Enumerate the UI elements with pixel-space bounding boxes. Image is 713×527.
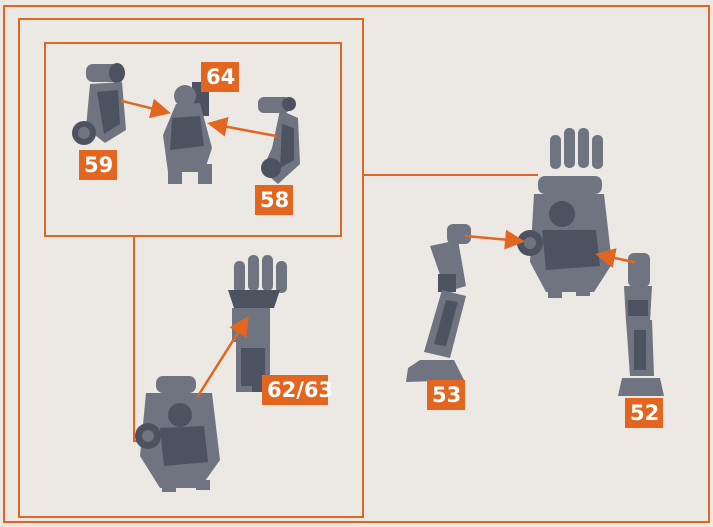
part-52-leg — [618, 253, 664, 396]
arrow-53-to-torso — [466, 236, 520, 241]
arrow-59-to-64 — [122, 101, 166, 112]
part-59-arm — [72, 63, 126, 145]
arrow-58-to-64 — [212, 124, 276, 136]
part-number-badge-52: 52 — [625, 398, 663, 428]
part-58-arm — [258, 97, 300, 184]
step-2-upper-body — [135, 376, 220, 492]
part-number-badge-58: 58 — [255, 185, 293, 215]
final-assembly-torso — [517, 128, 612, 298]
part-number-badge-53: 53 — [427, 380, 465, 410]
part-62-63-vent-stack — [228, 255, 287, 392]
part-64-torso — [163, 82, 212, 184]
part-number-badge-59: 59 — [79, 150, 117, 180]
part-number-badge-62-63: 62/63 — [262, 375, 328, 405]
part-53-leg — [406, 224, 471, 382]
part-number-badge-64: 64 — [201, 62, 239, 92]
